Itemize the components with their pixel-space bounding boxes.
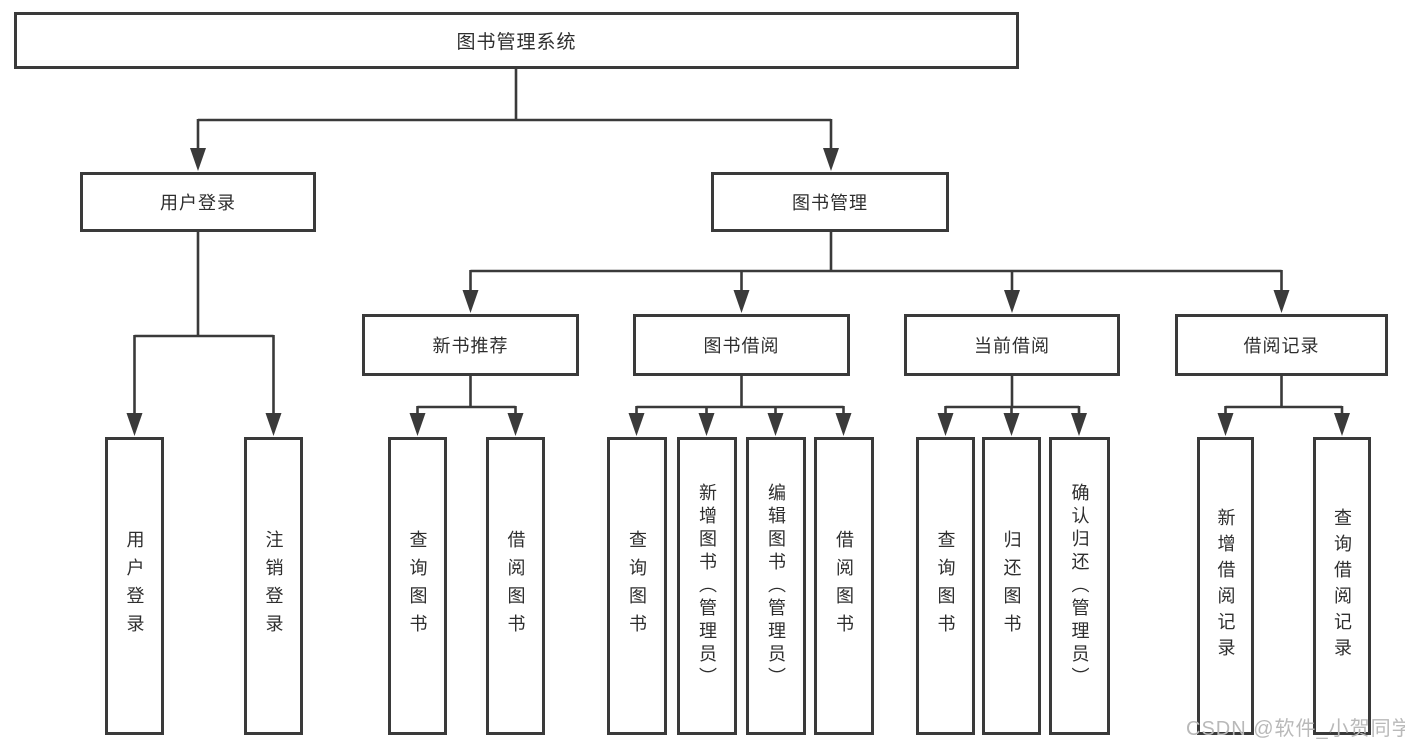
node-leaf-confirm-return-admin: 确认归还（管理员） [1049,437,1110,735]
node-leaf-query-books-current-label: 查询图书 [935,530,956,642]
csdn-watermark: CSDN @软件_小贺同学 [1186,718,1405,740]
node-leaf-user-login: 用户登录 [105,437,164,735]
node-leaf-add-borrow-record: 新增借阅记录 [1197,437,1254,735]
node-borrow-records: 借阅记录 [1175,314,1388,376]
node-book-borrowing-label: 图书借阅 [703,336,780,356]
arrowhead-icons [126,148,1350,436]
node-leaf-borrow-books-borrowing: 借阅图书 [814,437,874,735]
node-root-label: 图书管理系统 [456,32,577,53]
node-new-book-recommend: 新书推荐 [362,314,579,376]
node-leaf-query-books-recommend: 查询图书 [388,437,447,735]
node-user-login: 用户登录 [80,172,316,232]
node-leaf-add-book-admin: 新增图书（管理员） [677,437,737,735]
node-leaf-logout: 注销登录 [244,437,303,735]
node-leaf-edit-book-admin-label: 编辑图书（管理员） [766,482,786,690]
node-current-borrowing: 当前借阅 [904,314,1120,376]
node-leaf-borrow-books-borrowing-label: 借阅图书 [834,530,854,642]
node-book-management-label: 图书管理 [792,193,868,213]
node-book-management: 图书管理 [711,172,949,232]
node-leaf-add-book-admin-label: 新增图书（管理员） [697,482,717,690]
node-leaf-add-borrow-record-label: 新增借阅记录 [1215,508,1236,664]
node-leaf-query-borrow-record: 查询借阅记录 [1313,437,1371,735]
node-book-borrowing: 图书借阅 [633,314,850,376]
node-leaf-return-books: 归还图书 [982,437,1041,735]
node-leaf-query-books-borrowing-label: 查询图书 [627,530,647,642]
node-leaf-query-books-current: 查询图书 [916,437,975,735]
node-leaf-edit-book-admin: 编辑图书（管理员） [746,437,806,735]
node-leaf-borrow-books-recommend: 借阅图书 [486,437,545,735]
node-leaf-confirm-return-admin-label: 确认归还（管理员） [1069,482,1090,690]
node-leaf-query-books-recommend-label: 查询图书 [407,530,428,642]
node-leaf-user-login-label: 用户登录 [124,530,145,642]
node-leaf-query-books-borrowing: 查询图书 [607,437,667,735]
node-leaf-logout-label: 注销登录 [263,530,284,642]
node-leaf-return-books-label: 归还图书 [1001,530,1022,642]
node-leaf-borrow-books-recommend-label: 借阅图书 [505,530,526,642]
node-current-borrowing-label: 当前借阅 [974,336,1050,356]
node-borrow-records-label: 借阅记录 [1243,336,1320,356]
node-leaf-query-borrow-record-label: 查询借阅记录 [1332,508,1352,664]
node-user-login-label: 用户登录 [160,193,236,213]
node-root: 图书管理系统 [14,12,1019,69]
node-new-book-recommend-label: 新书推荐 [432,336,509,356]
